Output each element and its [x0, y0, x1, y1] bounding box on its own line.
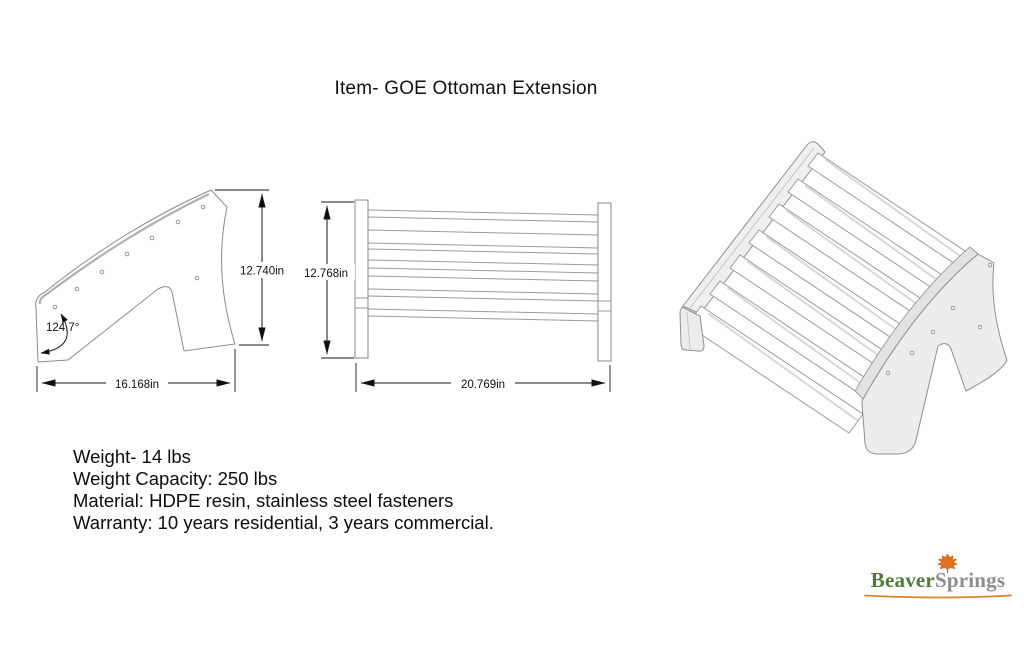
- front-width-dim-label: 20.769in: [461, 379, 505, 391]
- logo-underline-swoosh: [864, 594, 1012, 599]
- iso-slats: [686, 152, 981, 434]
- logo-beaver: Beaver: [870, 568, 935, 592]
- front-left-rail: [354, 199, 369, 359]
- front-width-label-bg: [451, 375, 515, 391]
- side-angle-dim-label: 124.7°: [46, 322, 79, 334]
- front-height-label-bg: [297, 264, 355, 280]
- logo-wordmark: BeaverSprings: [860, 568, 1016, 593]
- iso-view-drawing: [679, 141, 1008, 455]
- spec-material: Material: HDPE resin, stainless steel fa…: [73, 490, 454, 511]
- spec-warranty: Warranty: 10 years residential, 3 years …: [73, 512, 494, 533]
- maple-leaf-icon: [936, 554, 959, 574]
- front-slats: [367, 209, 599, 322]
- iso-near-panel-holes: [885, 262, 993, 376]
- iso-slat-highlights: [708, 159, 975, 421]
- side-width-dim-label: 16.168in: [115, 379, 159, 391]
- angle-arc-arrow: [40, 313, 68, 355]
- side-panel-outline: [35, 189, 236, 363]
- logo-springs: Springs: [934, 568, 1006, 592]
- side-panel-screw-holes: [52, 204, 206, 310]
- side-width-label-bg: [106, 375, 168, 391]
- side-panel-top-edge: [38, 193, 210, 305]
- side-view-drawing: 12.740in 16.168in 124.7°: [35, 189, 292, 392]
- spec-capacity: Weight Capacity: 250 lbs: [73, 468, 278, 489]
- page-title: Item- GOE Ottoman Extension: [334, 78, 598, 99]
- iso-near-panel: [861, 253, 1008, 455]
- spec-list: Weight- 14 lbs Weight Capacity: 250 lbs …: [73, 446, 494, 534]
- front-height-dim-label: 12.768in: [304, 268, 348, 280]
- side-height-dim-label: 12.740in: [240, 266, 284, 278]
- spec-weight: Weight- 14 lbs: [73, 446, 191, 467]
- front-view-drawing: 12.768in 20.769in: [297, 199, 612, 392]
- brand-logo: BeaverSprings: [860, 554, 1016, 602]
- iso-far-leg: [679, 306, 705, 352]
- side-height-label-bg: [232, 262, 292, 278]
- front-right-rail: [597, 202, 612, 362]
